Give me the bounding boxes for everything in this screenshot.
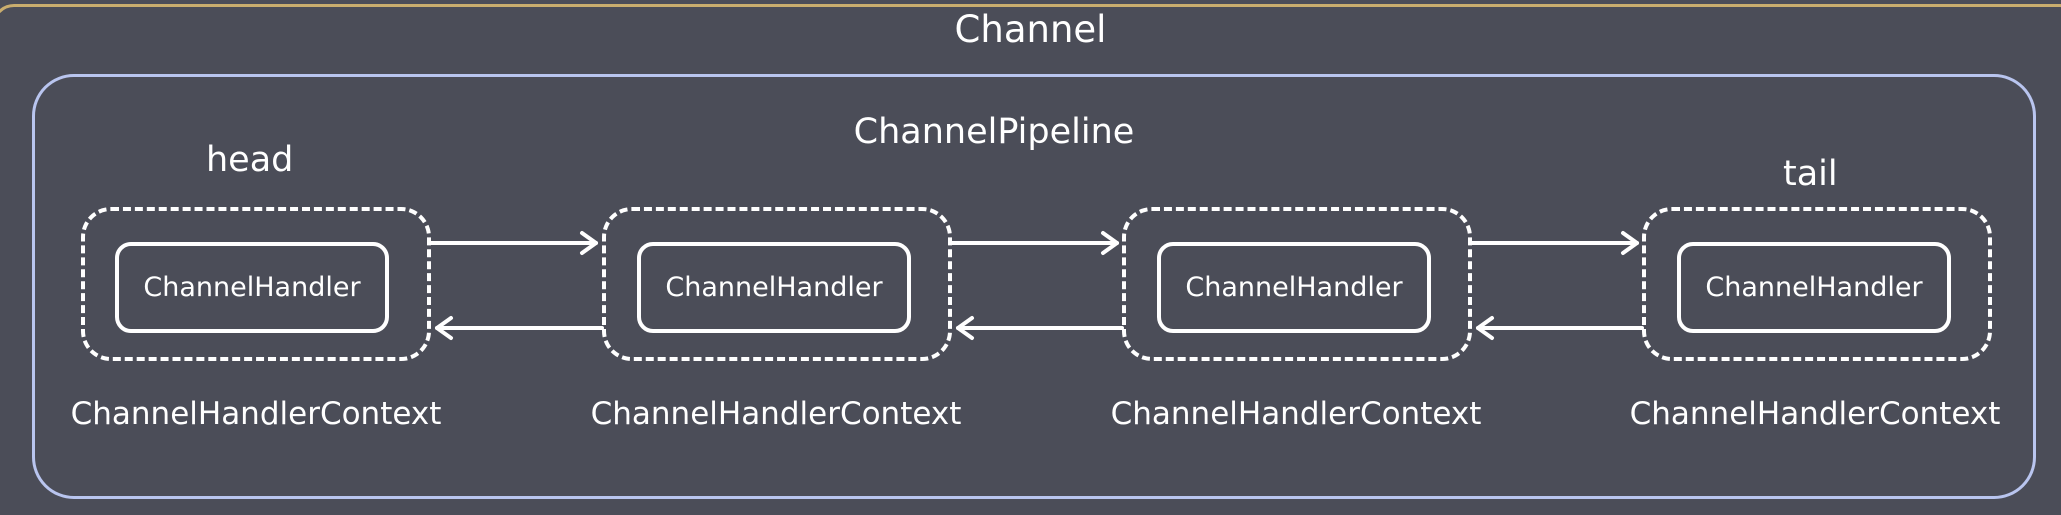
prev-arrow-2-to-1: [435, 316, 604, 340]
channel-pipeline-frame: [32, 74, 2036, 499]
channel-frame: [0, 4, 2061, 515]
channel-handler-box-4: ChannelHandler: [1677, 242, 1951, 333]
channel-handler-box-3: ChannelHandler: [1157, 242, 1431, 333]
channel-handler-box-1: ChannelHandler: [115, 242, 389, 333]
tail-label: tail: [1783, 154, 1838, 194]
channel-handler-context-box-1: [81, 207, 431, 361]
channel-handler-context-label-1: ChannelHandlerContext: [70, 396, 442, 432]
channel-handler-context-box-3: [1122, 207, 1472, 361]
channel-handler-box-2: ChannelHandler: [637, 242, 911, 333]
channel-handler-context-box-4: [1642, 207, 1992, 361]
prev-arrow-3-to-2: [956, 316, 1124, 340]
prev-arrow-4-to-3: [1476, 316, 1644, 340]
next-arrow-3-to-4: [1470, 231, 1639, 255]
next-arrow-2-to-3: [950, 231, 1119, 255]
channel-pipeline-title: ChannelPipeline: [853, 112, 1135, 152]
channel-handler-context-box-2: [602, 207, 952, 361]
next-arrow-1-to-2: [429, 231, 598, 255]
channel-title: Channel: [954, 8, 1107, 51]
channel-handler-context-label-4: ChannelHandlerContext: [1629, 396, 2001, 432]
head-label: head: [206, 140, 294, 180]
channel-handler-context-label-2: ChannelHandlerContext: [590, 396, 962, 432]
channel-handler-context-label-3: ChannelHandlerContext: [1110, 396, 1482, 432]
